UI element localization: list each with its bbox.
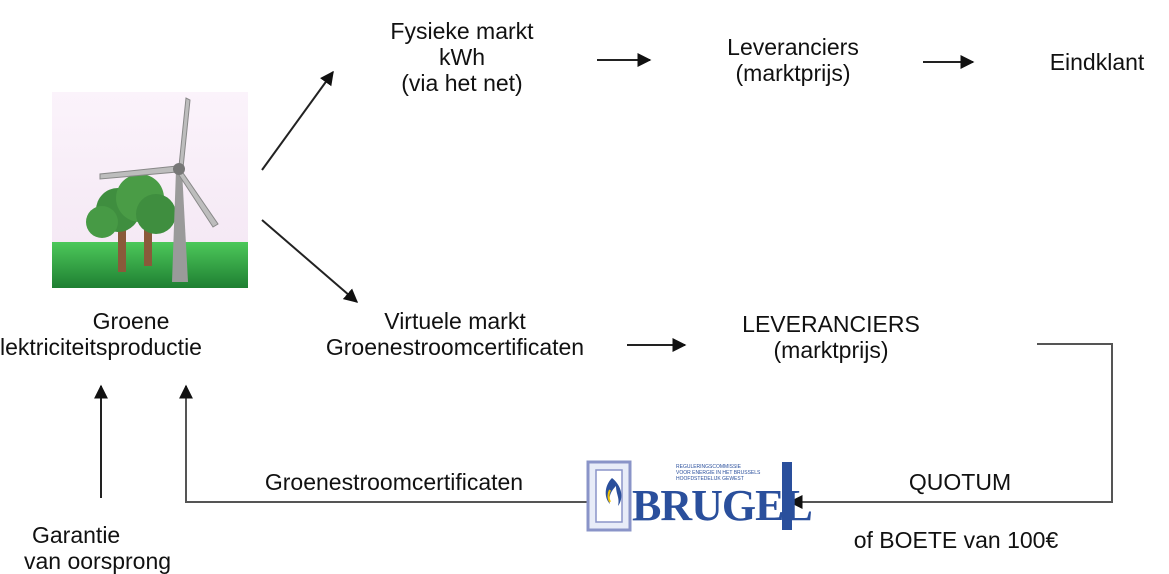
physical-market-line1: Fysieke markt — [390, 18, 534, 44]
virtual-market-line1: Virtuele markt — [384, 308, 526, 334]
logo-tagline: REGULERINGSCOMMISSIE VOOR ENERGIE IN HET… — [676, 464, 780, 482]
quota-label: QUOTUM — [908, 469, 1012, 495]
guarantee-label: Garantie van oorsprong — [24, 522, 224, 574]
production-label: Groene lektriciteitsproductie — [0, 308, 262, 360]
logo-tagline-line3: HOOFDSTEDELIJK GEWEST — [676, 476, 744, 482]
physical-market-line3: (via het net) — [401, 70, 523, 96]
logo-brand: BRUGEL — [632, 481, 813, 530]
brugel-logo-graphic — [586, 460, 792, 532]
arrow-production-to-virtual — [261, 219, 359, 303]
guarantee-line1: Garantie — [32, 522, 121, 548]
suppliers-virtual-line2: (marktprijs) — [773, 337, 889, 363]
physical-market-line2: kWh — [439, 44, 485, 70]
physical-market-label: Fysieke markt kWh (via het net) — [342, 18, 582, 96]
guarantee-line2: van oorsprong — [24, 548, 172, 574]
virtual-market-label: Virtuele markt Groenestroomcertificaten — [290, 308, 620, 360]
brugel-logo-icon: REGULERINGSCOMMISSIE VOOR ENERGIE IN HET… — [586, 460, 813, 532]
logo-tagline-line1: REGULERINGSCOMMISSIE — [676, 464, 742, 470]
logo-tagline-line2: VOOR ENERGIE IN HET BRUSSELS — [676, 470, 761, 476]
suppliers-virtual-label: LEVERANCIERS (marktprijs) — [700, 311, 962, 363]
wind-turbine-icon — [52, 92, 248, 288]
suppliers-physical-line2: (marktprijs) — [735, 60, 851, 86]
quota-feedback-line — [788, 343, 1113, 509]
suppliers-physical-line1: Leveranciers — [727, 34, 859, 60]
production-label-line1: Groene — [92, 308, 170, 334]
production-label-line2: lektriciteitsproductie — [0, 334, 202, 360]
virtual-market-line2: Groenestroomcertificaten — [325, 334, 585, 360]
certificates-return-line — [179, 384, 588, 503]
fine-label: of BOETE van 100€ — [853, 527, 1059, 553]
arrow-production-to-physical — [261, 70, 334, 171]
suppliers-virtual-line1: LEVERANCIERS — [742, 311, 920, 337]
end-customer-label: Eindklant — [1049, 49, 1145, 75]
certificates-return-label: Groenestroomcertificaten — [264, 469, 524, 495]
suppliers-physical-label: Leveranciers (marktprijs) — [688, 34, 898, 86]
